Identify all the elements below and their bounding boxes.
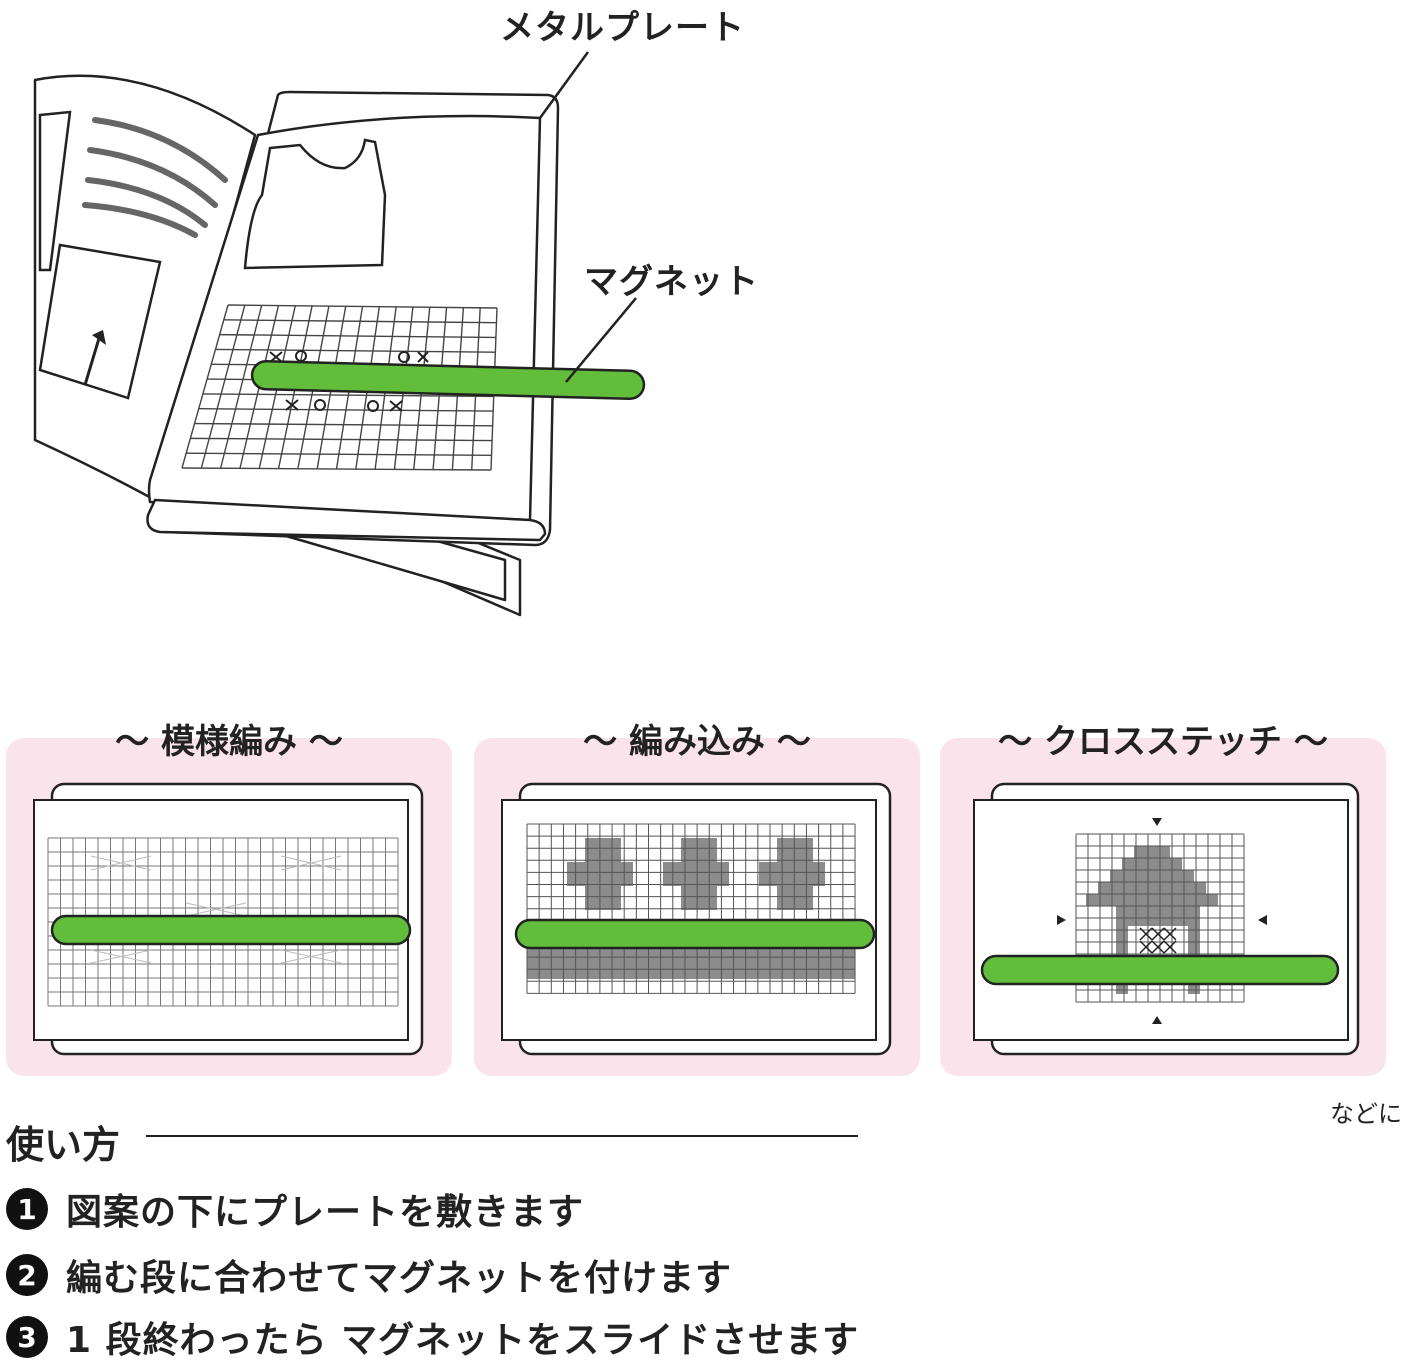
howto-step-3: 3 1 段終わったら マグネットをスライドさせます: [6, 1312, 859, 1362]
howto-step-1: 1 図案の下にプレートを敷きます: [6, 1184, 584, 1234]
howto-divider: [146, 1135, 858, 1137]
step-text: 編む段に合わせてマグネットを付けます: [66, 1258, 733, 1299]
step-number-badge: 1: [6, 1188, 48, 1230]
cross-stitch-diagram: [973, 782, 1360, 1056]
step-text: 1 段終わったら マグネットをスライドさせます: [66, 1320, 860, 1361]
magnet-label: マグネット: [584, 262, 759, 302]
step-number-badge: 2: [6, 1254, 48, 1296]
howto-title: 使い方: [6, 1123, 121, 1167]
book-illustration: [33, 51, 646, 617]
example-title-pattern-knitting: ～ 模様編み ～: [115, 722, 343, 762]
fair-isle-diagram: [501, 782, 892, 1056]
howto-step-2: 2 編む段に合わせてマグネットを付けます: [6, 1250, 732, 1300]
metal-plate-label: メタルプレート: [500, 8, 745, 48]
step-number-badge: 3: [6, 1316, 48, 1358]
step-text: 図案の下にプレートを敷きます: [66, 1192, 585, 1233]
example-title-cross-stitch: ～ クロスステッチ ～: [998, 722, 1328, 762]
pattern-knitting-diagram: [33, 782, 424, 1056]
example-title-fair-isle: ～ 編み込み ～: [583, 722, 811, 762]
examples-note: などに: [1330, 1100, 1402, 1128]
